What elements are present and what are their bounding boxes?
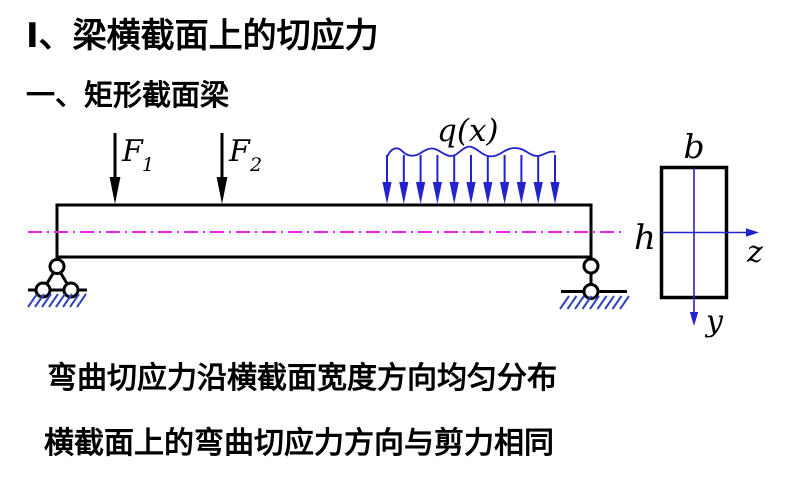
distributed-load: [382, 145, 560, 204]
cross-section: [659, 165, 759, 326]
ground-hatching-right: [559, 295, 630, 310]
load-intensity-curve: [386, 145, 556, 158]
force-f2-label: F: [228, 134, 251, 169]
page-title: Ⅰ、梁横截面上的切应力: [26, 16, 379, 56]
pin-support: [27, 258, 87, 308]
force-f2-subscript: 2: [249, 154, 262, 176]
force-arrow-f2: [216, 133, 228, 204]
force-arrow-f1: [109, 133, 121, 204]
force-f1-label: F: [121, 134, 144, 169]
pin-hinge-circle: [48, 258, 66, 275]
z-axis-label: z: [746, 235, 763, 270]
y-axis-label: y: [704, 304, 724, 339]
section-height-label: h: [634, 218, 656, 258]
distributed-load-arrows: [382, 155, 560, 204]
roller-support: [559, 257, 630, 310]
section-heading: 一、矩形截面梁: [26, 78, 230, 112]
note-line-1: 弯曲切应力沿横截面宽度方向均匀分布: [47, 361, 557, 396]
force-f1-subscript: 1: [142, 154, 154, 176]
ground-hatching-left: [27, 293, 87, 308]
distributed-load-label: q(x): [437, 113, 499, 149]
section-width-label: b: [683, 127, 704, 166]
roller-circle-bottom: [582, 283, 600, 300]
z-axis: [661, 228, 759, 237]
note-line-2: 横截面上的弯曲切应力方向与剪力相同: [44, 426, 554, 461]
y-axis: [689, 167, 699, 326]
roller-circle-top: [582, 257, 600, 275]
